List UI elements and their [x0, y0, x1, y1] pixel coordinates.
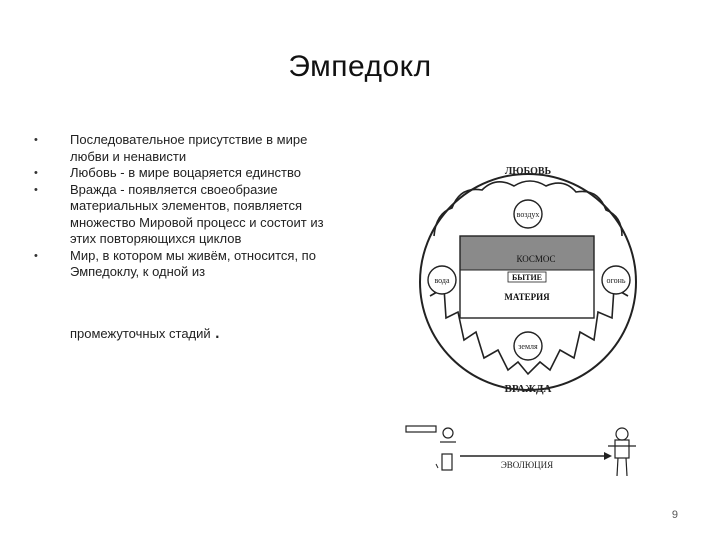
strife-jagged-boundary — [429, 286, 629, 376]
figure-right-leg-right — [625, 457, 628, 477]
figure-left-head — [442, 427, 454, 439]
slide-title: Эмпедокл — [288, 50, 432, 83]
matter-label: МАТЕРИЯ — [504, 292, 550, 302]
bullet-tail-dot: . — [214, 318, 221, 343]
bullet-item: Вражда - появляется своеобразие материал… — [34, 182, 344, 248]
bullet-tail-text: промежуточных стадий — [70, 326, 211, 341]
being-label: БЫТИЕ — [512, 273, 542, 282]
earth-circle — [513, 331, 543, 361]
evolution-label: ЭВОЛЮЦИЯ — [501, 460, 553, 470]
love-label: ЛЮБОВЬ — [505, 166, 552, 177]
bullet-item: Мир, в котором мы живём, относится, по Э… — [34, 248, 344, 281]
cosmos-diagram: ЛЮБОВЬ ВРАЖДА воздух вода огонь земля КО… — [405, 166, 637, 477]
figure-left-mark — [435, 463, 439, 469]
air-label: воздух — [517, 210, 540, 219]
earth-label: земля — [518, 342, 538, 351]
evolution-bar — [405, 425, 437, 433]
figure-left-body — [441, 453, 453, 471]
bullet-continuation: промежуточных стадий . — [70, 320, 220, 342]
being-box — [507, 271, 547, 283]
bullet-item: Последовательное присутствие в мире любв… — [34, 132, 344, 165]
evolution-label-bg — [496, 458, 558, 471]
bullet-list: Последовательное присутствие в мире любв… — [34, 132, 344, 281]
bullet-item: Любовь - в мире воцаряется единство — [34, 165, 344, 182]
love-wave-boundary — [433, 180, 623, 237]
figure-right-head — [615, 427, 629, 441]
evolution-arrow-head — [604, 452, 612, 460]
water-circle — [427, 265, 457, 295]
figure-right-body — [614, 439, 630, 459]
fire-label: огонь — [606, 276, 625, 285]
fire-circle — [601, 265, 631, 295]
page-number: 9 — [671, 509, 678, 521]
strife-label: ВРАЖДА — [505, 383, 552, 395]
water-label: вода — [434, 276, 450, 285]
outer-circle — [419, 173, 637, 391]
cosmos-shaded-block — [460, 236, 594, 270]
cosmos-label: КОСМОС — [516, 254, 555, 264]
air-circle — [513, 199, 543, 229]
figure-right-leg-left — [616, 457, 619, 477]
central-rectangle — [459, 235, 595, 319]
